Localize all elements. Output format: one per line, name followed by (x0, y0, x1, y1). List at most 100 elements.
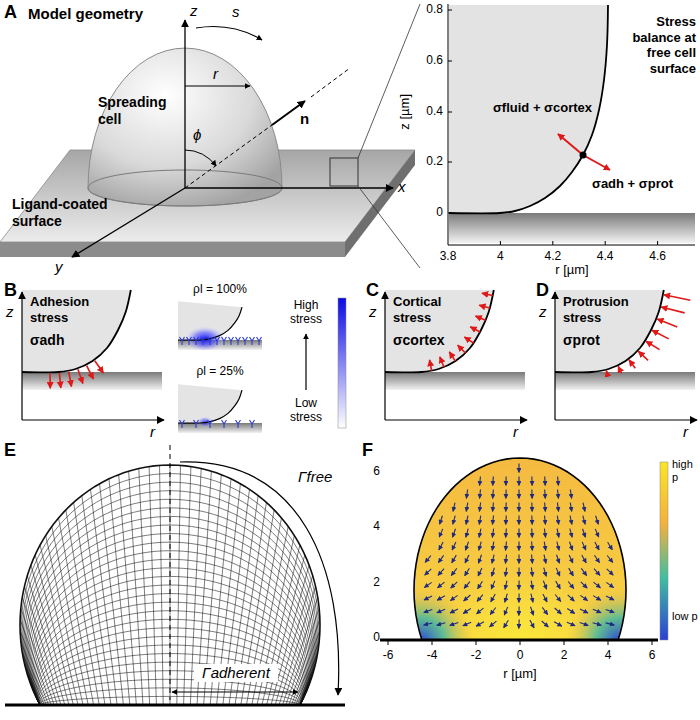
flow-arrow (476, 622, 484, 626)
mesh-line (299, 685, 309, 705)
stress-arrow (652, 330, 669, 339)
axis-tick: 4.6 (643, 249, 673, 263)
mesh-line (74, 502, 105, 705)
flow-arrow (594, 555, 599, 562)
axis-name: r (213, 65, 227, 83)
flow-arrow (583, 516, 585, 525)
flow-arrow (557, 477, 559, 486)
cell-boundary (449, 5, 608, 213)
flow-arrow (450, 609, 458, 613)
mesh-line (82, 496, 111, 705)
density-label: ρl = 100% (178, 282, 262, 296)
cell-interior (22, 290, 131, 372)
mesh-line (20, 619, 51, 705)
flow-arrow (531, 490, 532, 499)
panel-letter: A (4, 2, 26, 24)
substrate-line (5, 704, 345, 707)
flow-arrow (595, 529, 598, 537)
axis-tick: -2 (464, 648, 488, 662)
axis-tick (652, 641, 653, 645)
flow-arrow (463, 622, 471, 626)
flow-arrow (479, 490, 481, 499)
axis-name: x (398, 178, 412, 196)
stress-arrow (638, 351, 648, 360)
stress-arrow (646, 341, 660, 349)
receptor-symbol (236, 337, 241, 345)
flow-arrow (554, 622, 562, 627)
flow-arrow (491, 594, 495, 602)
r-axis (555, 419, 697, 420)
stress-arrow (59, 373, 60, 388)
cell-boundary (555, 290, 664, 372)
receptor-symbol (257, 337, 262, 345)
flow-arrow (557, 555, 560, 564)
axis-tick: 4 (360, 519, 380, 533)
surface-edge (0, 242, 345, 257)
flow-arrow (607, 569, 614, 575)
mesh-line (52, 526, 88, 705)
axis-tick (564, 641, 565, 645)
flow-arrow (424, 609, 432, 612)
mesh-line (294, 642, 320, 705)
receptor-symbol (201, 337, 206, 345)
boundary-label: Γadherent (194, 664, 278, 682)
line-shape (605, 241, 606, 245)
axis-title: r [µm] (490, 666, 550, 682)
flow-arrow (606, 596, 614, 600)
mesh-line (24, 664, 42, 705)
z-axis (184, 20, 185, 188)
receptor-symbol (187, 337, 192, 345)
flow-arrow (567, 622, 575, 626)
pressure-plot (365, 450, 675, 720)
flow-arrow (451, 568, 457, 575)
mesh-line (139, 468, 150, 705)
flow-arrow (479, 529, 481, 538)
adherent-boundary-arrow (172, 691, 298, 692)
receptor-symbol (222, 420, 227, 428)
axis-tick: 3.8 (433, 249, 463, 263)
mesh-line (21, 642, 47, 705)
flow-arrow (569, 555, 573, 563)
axis-tick: 0.4 (415, 104, 443, 118)
flow-arrow (492, 516, 493, 525)
axis-name: s (232, 3, 246, 21)
flow-arrow (518, 516, 519, 525)
flow-arrow (570, 503, 572, 512)
flow-arrow (452, 542, 456, 550)
flow-arrow (555, 608, 562, 614)
flow-arrow (451, 582, 457, 588)
flow-arrow (466, 490, 467, 499)
flow-arrow (492, 555, 494, 564)
cell-boundary (385, 290, 494, 372)
normal-line (185, 125, 272, 188)
cell-interior (555, 290, 664, 372)
panel-letter: E (4, 440, 26, 462)
flow-arrow (570, 490, 571, 499)
flow-arrow (543, 581, 546, 589)
flow-arrow (465, 555, 469, 563)
flow-arrow (518, 477, 519, 486)
line-shape (448, 112, 452, 113)
rect-shape (178, 423, 262, 433)
stress-arrow (78, 369, 83, 383)
mesh-line (22, 653, 44, 705)
flow-arrow (544, 568, 547, 577)
flow-arrow (606, 609, 614, 612)
receptor-symbol (243, 337, 248, 345)
mesh-line (59, 518, 94, 705)
flow-arrow (479, 477, 481, 486)
stress-label: σfluid + σcortex (462, 100, 592, 116)
axis-name: z (190, 2, 204, 20)
stress-arrow (629, 360, 635, 368)
mesh-line (119, 475, 137, 705)
r-axis (22, 419, 164, 420)
flow-arrow (568, 581, 574, 588)
axis-name: z (369, 303, 383, 321)
flow-arrow (531, 581, 533, 590)
flow-arrow (477, 608, 484, 614)
flow-arrow (531, 542, 533, 551)
cell-interior (385, 290, 494, 372)
receptor-symbol (180, 420, 185, 428)
substrate-line (380, 639, 658, 642)
